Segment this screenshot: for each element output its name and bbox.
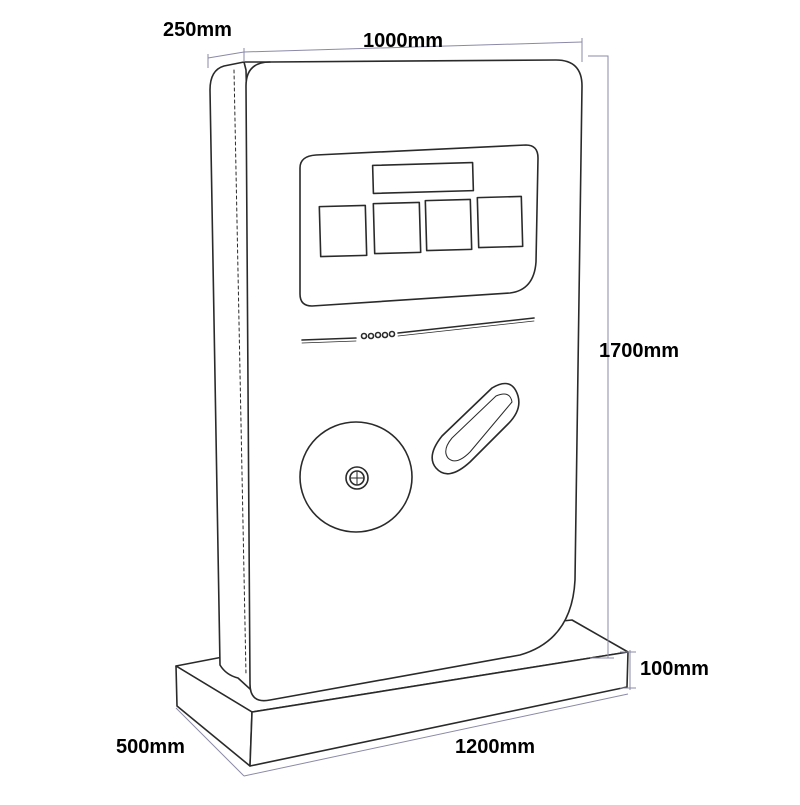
- dimension-label-base-height: 100mm: [640, 658, 709, 680]
- indicator-dot: [374, 331, 382, 339]
- status-windows: [318, 195, 524, 258]
- status-window: [318, 204, 368, 258]
- status-window: [372, 201, 422, 255]
- base-front-face: [249, 651, 629, 767]
- dimension-label-depth-top: 250mm: [163, 19, 232, 41]
- cabinet-side-dash: [233, 69, 247, 676]
- indicator-dot: [381, 331, 389, 339]
- light-strip-left: [301, 337, 357, 341]
- connector-slot: [431, 382, 520, 475]
- dim-width-top-line: [243, 41, 583, 53]
- dim-base-depth-line: [175, 707, 245, 777]
- status-window: [476, 195, 524, 249]
- indicator-dot: [367, 332, 375, 340]
- cabinet-front-face: [245, 59, 583, 702]
- display-strip: [371, 161, 475, 195]
- socket-disc: [299, 421, 413, 533]
- light-strip-right: [397, 317, 535, 334]
- dimension-label-base-depth: 500mm: [116, 736, 185, 758]
- indicator-dot: [360, 332, 368, 340]
- dimension-lines: [175, 38, 636, 777]
- socket-cross: [350, 471, 364, 485]
- dim-depth-top-line: [207, 51, 245, 59]
- status-window: [424, 198, 473, 252]
- indicator-dot: [388, 330, 396, 338]
- dimension-label-base-width: 1200mm: [455, 736, 536, 758]
- display-panel: [299, 144, 539, 307]
- socket-ring: [345, 466, 369, 490]
- dimension-label-width-top: 1000mm: [363, 30, 444, 52]
- dim-base-height-ext: [620, 651, 636, 689]
- dim-base-width-line: [243, 693, 629, 777]
- indicator-row: [301, 317, 535, 344]
- dim-height-line: [588, 55, 609, 658]
- socket-core: [349, 470, 365, 486]
- connector-slot-outer: [431, 382, 520, 475]
- dimension-label-height: 1700mm: [599, 340, 680, 362]
- light-strip-right-inner: [397, 320, 535, 337]
- connector-slot-inner: [445, 393, 513, 462]
- socket-disc-outer: [299, 421, 413, 533]
- light-strip-left-inner: [301, 340, 357, 344]
